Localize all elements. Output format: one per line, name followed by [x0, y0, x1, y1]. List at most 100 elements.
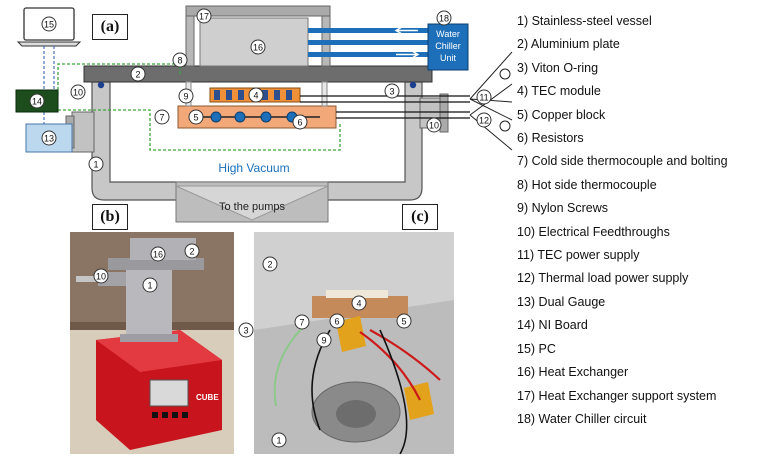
callout-1: 1: [88, 156, 104, 172]
pc-link: [43, 46, 55, 92]
callout-2: 2: [130, 66, 146, 82]
legend-item: 13) Dual Gauge: [517, 294, 606, 309]
svg-text:5: 5: [401, 316, 406, 326]
legend-item: 7) Cold side thermocouple and bolting: [517, 154, 728, 169]
chiller-label-3: Unit: [440, 53, 457, 63]
svg-text:6: 6: [334, 316, 339, 326]
thermocouple-wire-cold: [58, 109, 341, 151]
pump-buttons: [152, 412, 188, 418]
schematic-a: Water Chiller Unit: [15, 5, 513, 223]
power-cables: [300, 95, 470, 119]
svg-text:1: 1: [276, 435, 281, 445]
legend-item: 8) Hot side thermocouple: [517, 177, 657, 192]
photo-c-tape-2: [404, 382, 434, 420]
photo-b-callout-10: 10: [93, 268, 109, 284]
photo-c-wire-green: [273, 321, 309, 407]
svg-text:2: 2: [135, 69, 140, 79]
callout-13: 13: [41, 130, 57, 146]
photo-c-hole-inner: [336, 400, 376, 428]
callout-8: 8: [172, 52, 188, 68]
legend-item: 6) Resistors: [517, 131, 584, 146]
flow-arrow-out: [396, 50, 420, 59]
callout-9: 9: [178, 88, 194, 104]
svg-text:9: 9: [321, 335, 326, 345]
water-chiller-unit: [427, 23, 469, 71]
legend-item: 11) TEC power supply: [517, 248, 640, 263]
thermocouple-wire-hot: [57, 63, 181, 95]
svg-text:9: 9: [183, 91, 188, 101]
photo-c-callout-9: 9: [316, 332, 332, 348]
photo-c-callout-3: 3: [238, 322, 254, 338]
laptop-base: [16, 41, 82, 47]
water-pipe-1: [308, 28, 428, 33]
pump-display: [149, 379, 189, 407]
right-port-flange: [439, 93, 449, 133]
legend-item: 5) Copper block: [517, 107, 606, 122]
legend-item: 18) Water Chiller circuit: [517, 411, 647, 426]
photo-c-tec: [326, 290, 388, 298]
svg-text:1: 1: [93, 159, 98, 169]
legend-item: 14) NI Board: [517, 318, 588, 333]
svg-text:6: 6: [297, 117, 302, 127]
photo-c-callout-6: 6: [329, 313, 345, 329]
photo-c-callout-1: 1: [271, 432, 287, 448]
photo-b-callout-16: 16: [150, 246, 166, 262]
high-vacuum-label: High Vacuum: [218, 161, 289, 175]
legend-item: 4) TEC module: [517, 84, 601, 99]
support-post-left: [185, 7, 195, 67]
svg-text:16: 16: [253, 42, 263, 52]
photo-c: 2 4 3 7 6 5 9 1: [238, 232, 454, 454]
callout-5: 5: [188, 109, 204, 125]
legend-item: 17) Heat Exchanger support system: [517, 388, 717, 403]
water-pipe-2: [308, 40, 428, 45]
svg-text:10: 10: [96, 271, 106, 281]
legend-item: 10) Electrical Feedthroughs: [517, 224, 670, 239]
callout-15: 15: [41, 16, 57, 32]
svg-text:2: 2: [189, 246, 194, 256]
svg-text:4: 4: [356, 298, 361, 308]
svg-text:3: 3: [389, 86, 394, 96]
svg-text:4: 4: [253, 90, 258, 100]
legend-item: 16) Heat Exchanger: [517, 365, 629, 380]
callout-7: 7: [154, 109, 170, 125]
pump-brand: CUBE: [196, 393, 219, 402]
photo-c-tape-1: [336, 316, 366, 352]
panel-label-c: (c): [402, 204, 438, 230]
callout-17: 17: [196, 8, 212, 24]
callout-6: 6: [292, 114, 308, 130]
svg-text:18: 18: [439, 13, 449, 23]
photo-c-wires-red: [359, 329, 441, 401]
photo-c-callout-7: 7: [294, 314, 310, 330]
svg-text:1: 1: [147, 280, 152, 290]
chiller-label-2: Chiller: [435, 41, 461, 51]
svg-text:2: 2: [267, 259, 272, 269]
legend-item: 9) Nylon Screws: [517, 201, 608, 216]
svg-text:11: 11: [479, 92, 488, 102]
svg-text:12: 12: [479, 115, 489, 125]
component-legend: 1) Stainless-steel vessel 2) Aluminium p…: [517, 10, 767, 431]
callout-3: 3: [384, 83, 400, 99]
callout-4: 4: [248, 87, 264, 103]
svg-text:17: 17: [199, 11, 209, 21]
callout-18: 18: [436, 10, 452, 26]
svg-text:7: 7: [299, 317, 304, 327]
support-top-bar: [185, 5, 331, 17]
callout-16: 16: [250, 39, 266, 55]
water-pipe-3: [308, 52, 428, 57]
callout-11: 11: [476, 89, 492, 105]
nylon-screw-right: [321, 81, 328, 107]
svg-text:3: 3: [243, 325, 248, 335]
support-post-right: [321, 7, 331, 67]
photo-b-plate: [108, 258, 204, 270]
photo-b-callout-1: 1: [142, 277, 158, 293]
callout-10-right: 10: [426, 117, 442, 133]
svg-text:7: 7: [159, 112, 164, 122]
callout-14: 14: [29, 93, 45, 109]
o-ring-right: [409, 81, 417, 89]
tec-ammeter: [499, 68, 511, 80]
o-ring-left: [97, 81, 105, 89]
left-port: [71, 111, 95, 153]
legend-item: 1) Stainless-steel vessel: [517, 14, 652, 28]
legend-item: 3) Viton O-ring: [517, 60, 599, 75]
photo-c-callout-4: 4: [351, 295, 367, 311]
